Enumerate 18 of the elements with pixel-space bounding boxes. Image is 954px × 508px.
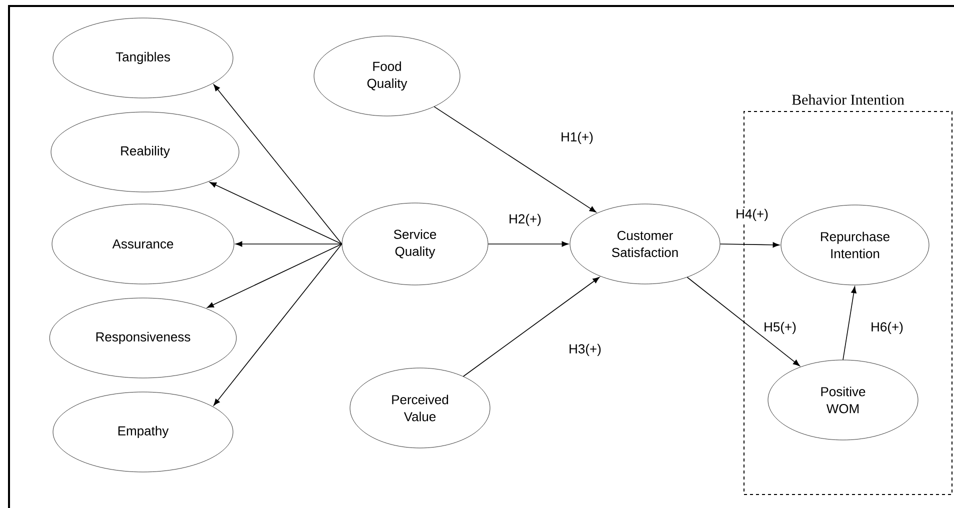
arrow [434, 106, 596, 212]
edge-label: H3(+) [568, 342, 602, 358]
edge-label: H6(+) [870, 320, 904, 336]
arrow [462, 276, 600, 377]
arrow [235, 241, 342, 247]
arrow [214, 84, 342, 244]
arrow [686, 276, 800, 366]
edge-label: H4(+) [734, 208, 770, 222]
arrow [842, 286, 856, 360]
arrow [213, 244, 342, 406]
edge-label: H1(+) [560, 130, 594, 146]
arrow [207, 244, 342, 308]
node-label: Behavior Intention [792, 94, 904, 105]
arrow [210, 182, 342, 244]
arrow [488, 241, 569, 247]
arrow [720, 242, 780, 248]
edge-label: H5(+) [762, 320, 798, 336]
edge-label: H2(+) [508, 212, 542, 228]
